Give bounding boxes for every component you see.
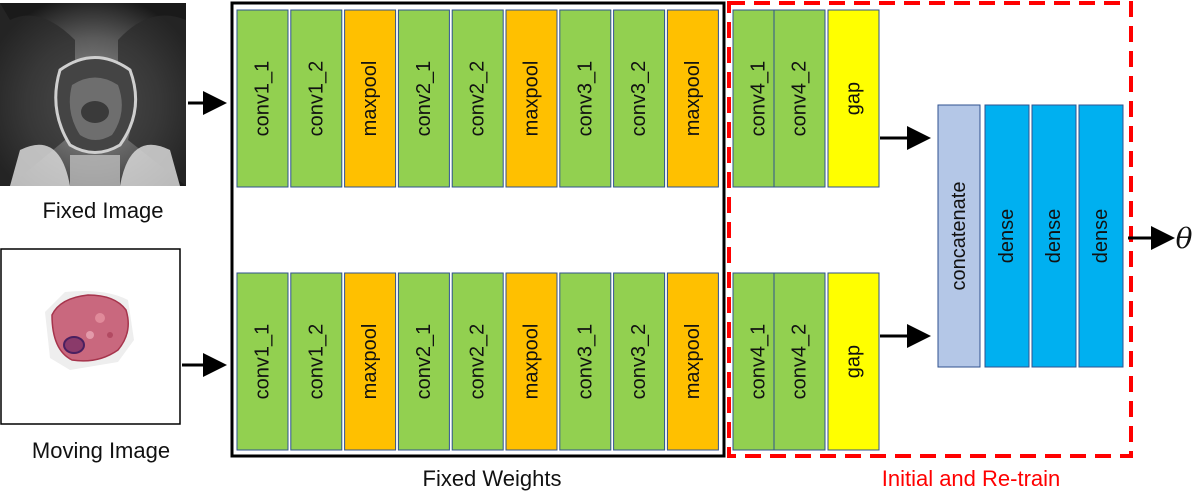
block-bottom-maxpool-2-rect [344, 272, 397, 451]
block-bottom-conv3-2-7-label: conv3_2 [628, 324, 650, 400]
dense-block-1-label: dense [996, 209, 1018, 264]
block-top-conv3-2-7-label: conv3_2 [628, 61, 650, 137]
block-bottom-conv2-2-4-rect [451, 272, 504, 451]
concatenate-block: concatenate [937, 104, 981, 368]
block-top-conv2-1-3-label: conv2_1 [413, 61, 435, 137]
block-top-conv1-2-1: conv1_2 [290, 9, 343, 188]
block-top-maxpool-5-rect [505, 9, 558, 188]
block-top-conv4-2-label: conv4_2 [789, 61, 811, 137]
dense-blocks: dense dense dense [984, 104, 1124, 368]
block-bottom-maxpool-2-label: maxpool [359, 324, 381, 400]
block-bottom-conv4-2: conv4_2 [773, 272, 826, 451]
block-bottom-maxpool-5-label: maxpool [521, 324, 543, 400]
retrain-box [727, 1, 1133, 458]
block-top-conv1-2-1-rect [290, 9, 343, 188]
block-bottom-conv2-2-4: conv2_2 [451, 272, 504, 451]
moving-image-label: Moving Image [32, 438, 170, 463]
block-top-conv4-2: conv4_2 [773, 9, 826, 188]
block-top-conv1-1-0-label: conv1_1 [252, 61, 274, 137]
fixed-image-thumbnail [0, 3, 186, 186]
block-top-maxpool-2-label: maxpool [359, 61, 381, 137]
block-bottom-conv3-2-7-rect [613, 272, 666, 451]
block-bottom-conv1-2-1: conv1_2 [290, 272, 343, 451]
block-bottom-maxpool-8-label: maxpool [682, 324, 704, 400]
block-top-conv2-1-3-rect [397, 9, 450, 188]
concatenate-label: concatenate [948, 182, 970, 291]
output-theta: θ [1176, 222, 1193, 255]
fixed-image-label: Fixed Image [42, 198, 163, 223]
block-top-gap-label: gap [843, 82, 865, 115]
block-top-maxpool-8-rect [666, 9, 719, 188]
block-bottom-maxpool-8: maxpool [666, 272, 719, 451]
retrain-caption: Initial and Re-train [882, 466, 1061, 491]
block-bottom-conv2-1-3-rect [397, 272, 450, 451]
block-top-conv3-1-6-label: conv3_1 [574, 61, 596, 137]
block-top-conv3-1-6: conv3_1 [559, 9, 612, 188]
block-bottom-gap: gap [827, 272, 880, 451]
block-top-conv4-1-label: conv4_1 [748, 61, 770, 137]
block-bottom-conv1-1-0-rect [236, 272, 289, 451]
block-top-maxpool-5: maxpool [505, 9, 558, 188]
block-top-maxpool-2: maxpool [344, 9, 397, 188]
block-bottom-conv3-1-6: conv3_1 [559, 272, 612, 451]
dense-block-2: dense [1031, 104, 1077, 368]
block-top-conv4-2-rect [773, 9, 826, 188]
block-bottom-conv4-1-label: conv4_1 [748, 324, 770, 400]
dense-block-3: dense [1078, 104, 1124, 368]
block-bottom-conv2-1-3: conv2_1 [397, 272, 450, 451]
block-bottom-maxpool-2: maxpool [344, 272, 397, 451]
dense-block-1-rect [984, 104, 1030, 368]
block-bottom-conv2-2-4-label: conv2_2 [467, 324, 489, 400]
block-top-conv2-1-3: conv2_1 [397, 9, 450, 188]
block-top-conv2-2-4-rect [451, 9, 504, 188]
block-top-conv2-2-4: conv2_2 [451, 9, 504, 188]
block-top-conv1-1-0: conv1_1 [236, 9, 289, 188]
block-bottom-maxpool-5: maxpool [505, 272, 558, 451]
block-bottom-conv2-1-3-label: conv2_1 [413, 324, 435, 400]
block-bottom-conv4-2-label: conv4_2 [789, 324, 811, 400]
block-top-conv3-2-7: conv3_2 [613, 9, 666, 188]
moving-image-thumbnail [0, 248, 181, 425]
block-top-conv3-1-6-rect [559, 9, 612, 188]
block-bottom-conv3-2-7: conv3_2 [613, 272, 666, 451]
block-bottom-conv1-2-1-rect [290, 272, 343, 451]
block-bottom-conv1-1-0: conv1_1 [236, 272, 289, 451]
block-bottom-conv1-2-1-label: conv1_2 [305, 324, 327, 400]
block-top-conv1-1-0-rect [236, 9, 289, 188]
dense-block-1: dense [984, 104, 1030, 368]
block-top-conv3-2-7-rect [613, 9, 666, 188]
fixed-weights-box [230, 1, 726, 458]
block-top-gap: gap [827, 9, 880, 188]
block-top-maxpool-8: maxpool [666, 9, 719, 188]
block-top-maxpool-2-rect [344, 9, 397, 188]
block-top-maxpool-5-label: maxpool [521, 61, 543, 137]
block-bottom-maxpool-5-rect [505, 272, 558, 451]
block-bottom-conv1-1-0-label: conv1_1 [252, 324, 274, 400]
block-bottom-conv4-2-rect [773, 272, 826, 451]
dense-block-3-label: dense [1090, 209, 1112, 264]
block-bottom-gap-label: gap [843, 345, 865, 378]
block-top-conv2-2-4-label: conv2_2 [467, 61, 489, 137]
block-bottom-conv3-1-6-label: conv3_1 [574, 324, 596, 400]
block-top-maxpool-8-label: maxpool [682, 61, 704, 137]
fixed-weights-caption: Fixed Weights [423, 466, 562, 491]
block-bottom-conv3-1-6-rect [559, 272, 612, 451]
block-bottom-gap-rect [827, 272, 880, 451]
block-top-gap-rect [827, 9, 880, 188]
dense-block-2-rect [1031, 104, 1077, 368]
dense-block-3-rect [1078, 104, 1124, 368]
block-bottom-maxpool-8-rect [666, 272, 719, 451]
block-top-conv1-2-1-label: conv1_2 [305, 61, 327, 137]
dense-block-2-label: dense [1043, 209, 1065, 264]
